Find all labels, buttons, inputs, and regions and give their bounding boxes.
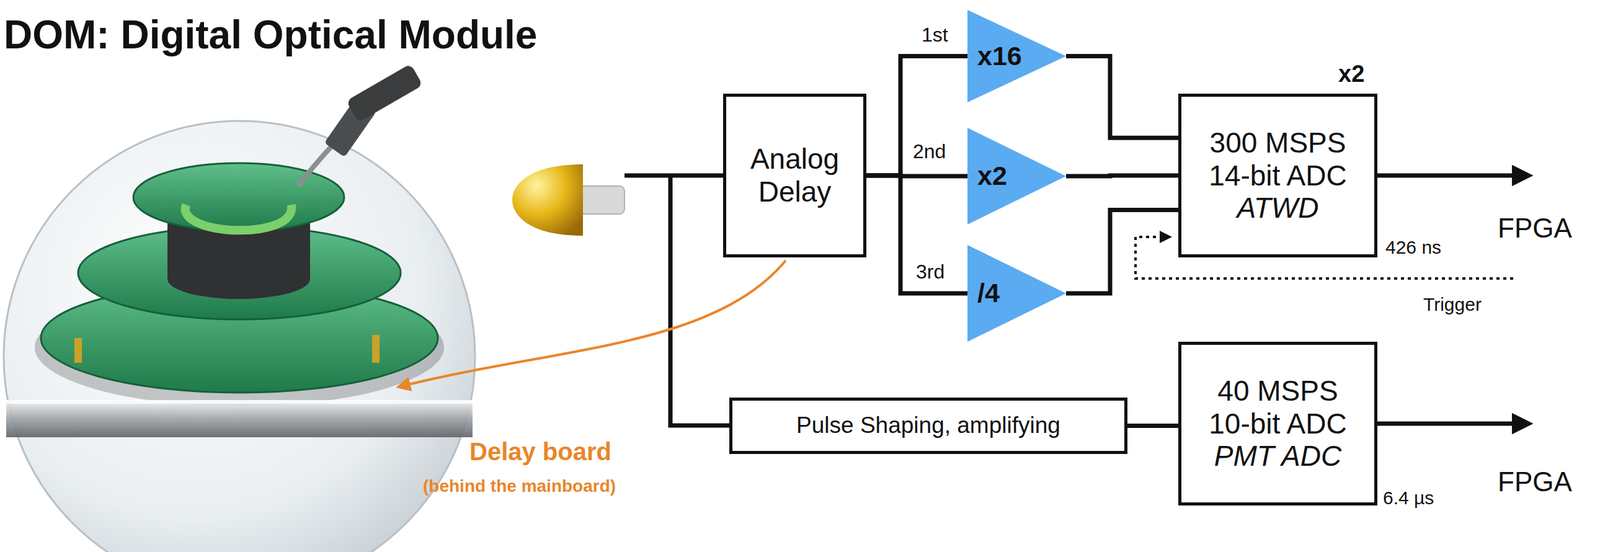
callout-note: (behind the mainboard) (422, 476, 616, 497)
signal-connector (1066, 209, 1179, 294)
output-arrow (1377, 421, 1523, 427)
node-text: PMT ADC (1214, 439, 1342, 473)
signal-connector (866, 56, 968, 177)
amplifier-triangle: /4 (967, 244, 1067, 342)
target-label: FPGA (1497, 212, 1573, 245)
signal-connector (1066, 175, 1179, 177)
amplifier-triangle: x2 (967, 127, 1067, 225)
signal-connector (1066, 56, 1179, 139)
signal-wire (624, 175, 733, 426)
pmt-symbol (512, 164, 625, 236)
node-text: /4 (977, 277, 1000, 309)
node-text: 40 MSPS (1217, 374, 1338, 408)
node-text: 10-bit ADC (1208, 407, 1347, 441)
adc-box: 300 MSPS14-bit ADCATWD (1178, 93, 1378, 258)
title: DOM: Digital Optical Module (3, 12, 538, 59)
node-text: Pulse Shaping, amplifying (796, 412, 1061, 440)
node-text: ATWD (1236, 191, 1319, 225)
window-label: 426 ns (1385, 236, 1442, 259)
signal-connector (1127, 423, 1179, 428)
signal-label: Trigger (1423, 293, 1482, 316)
delay-box: Analog Delay (723, 93, 867, 258)
amplifier-triangle: x16 (967, 9, 1067, 103)
target-label: FPGA (1497, 466, 1573, 498)
node-text: 300 MSPS (1209, 126, 1347, 160)
stage-label: 1st (921, 23, 949, 47)
node-text: 14-bit ADC (1208, 159, 1347, 193)
multiplicity-label: x2 (1338, 60, 1365, 89)
callout-label: Delay board (469, 437, 612, 466)
stage-label: 3rd (915, 260, 945, 284)
dom-sphere (3, 63, 476, 552)
node-text: Analog Delay (726, 142, 864, 209)
window-label: 6.4 µs (1382, 487, 1434, 510)
shaping-box: Pulse Shaping, amplifying (729, 397, 1128, 454)
output-arrow (1377, 173, 1523, 178)
adc-box: 40 MSPS10-bit ADCPMT ADC (1178, 341, 1378, 506)
leader-arrow (403, 260, 786, 386)
stage-label: 2nd (912, 140, 946, 164)
node-text: x16 (977, 40, 1023, 72)
signal-connector (866, 175, 968, 294)
node-text: x2 (977, 160, 1008, 192)
